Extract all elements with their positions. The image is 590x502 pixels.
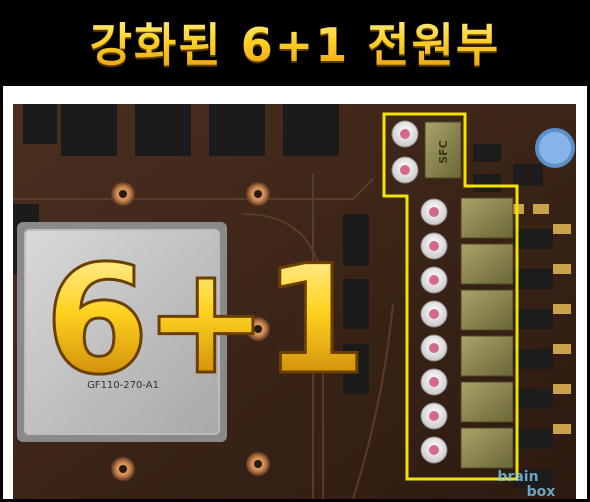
gpu-chip: GF110-270-A1 bbox=[17, 222, 227, 442]
pcb-photo: GF110-270-A1 bbox=[13, 104, 576, 499]
gpu-marking: GF110-270-A1 bbox=[87, 380, 159, 391]
sfc-choke: SFC bbox=[424, 121, 462, 179]
gpu-phase-chokes bbox=[460, 197, 514, 469]
sfc-label: SFC bbox=[437, 140, 450, 164]
gpu-phase-capacitors bbox=[420, 198, 448, 464]
power-phase-highlight bbox=[382, 112, 519, 481]
watermark-top: brain bbox=[497, 469, 538, 485]
memory-capacitors bbox=[391, 120, 419, 184]
blue-capacitor bbox=[535, 128, 575, 168]
watermark-bottom: box bbox=[527, 484, 556, 499]
brainbox-watermark: brain box bbox=[497, 469, 555, 499]
pcb-illustration: GF110-270-A1 bbox=[13, 104, 576, 499]
title-banner: 강화된 6+1 전원부 bbox=[0, 0, 590, 84]
big-overlay-text: 6+1 bbox=[45, 234, 361, 408]
banner-title: 강화된 6+1 전원부 bbox=[90, 9, 501, 75]
mounting-holes bbox=[111, 182, 270, 481]
